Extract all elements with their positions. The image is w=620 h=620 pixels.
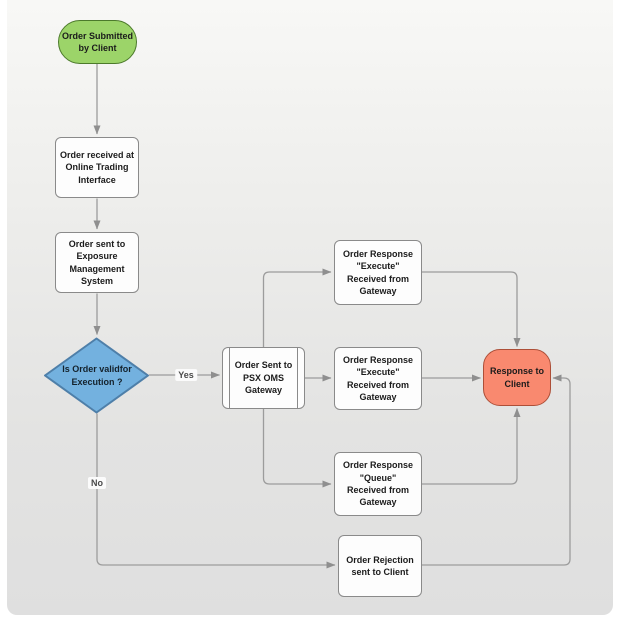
edge-decision-no-to-rejection bbox=[96, 413, 336, 569]
process-node-order-rejection: Order Rejection sent to Client bbox=[338, 535, 422, 597]
edge-label-yes: Yes bbox=[175, 369, 197, 381]
decision-node-label: Is Order validfor Execution ? bbox=[62, 364, 132, 387]
process-node-response-queue: Order Response "Queue" Received from Gat… bbox=[334, 452, 422, 516]
process-node-response-execute-1: Order Response "Execute" Received from G… bbox=[334, 240, 422, 305]
edge-label-no: No bbox=[88, 477, 106, 489]
predefined-process-node-psx-gateway: Order Sent to PSX OMS Gateway bbox=[222, 347, 305, 409]
decision-diamond-shape bbox=[44, 337, 149, 414]
response-to-client-node: Response to Client bbox=[483, 349, 551, 406]
edge-rejection-to-response bbox=[422, 374, 571, 566]
edge-exec1-to-response bbox=[422, 271, 521, 347]
process-node-order-received: Order received at Online Trading Interfa… bbox=[55, 137, 139, 198]
process-node-exposure-system: Order sent to Exposure Management System bbox=[55, 232, 139, 293]
diagram-background bbox=[7, 0, 613, 615]
edge-psx-to-queue bbox=[262, 409, 332, 488]
start-node: Order Submitted by Client bbox=[58, 20, 137, 64]
edge-psx-to-exec1 bbox=[262, 268, 332, 347]
edge-queue-to-response bbox=[422, 408, 521, 485]
process-node-response-execute-2: Order Response "Execute" Received from G… bbox=[334, 347, 422, 410]
